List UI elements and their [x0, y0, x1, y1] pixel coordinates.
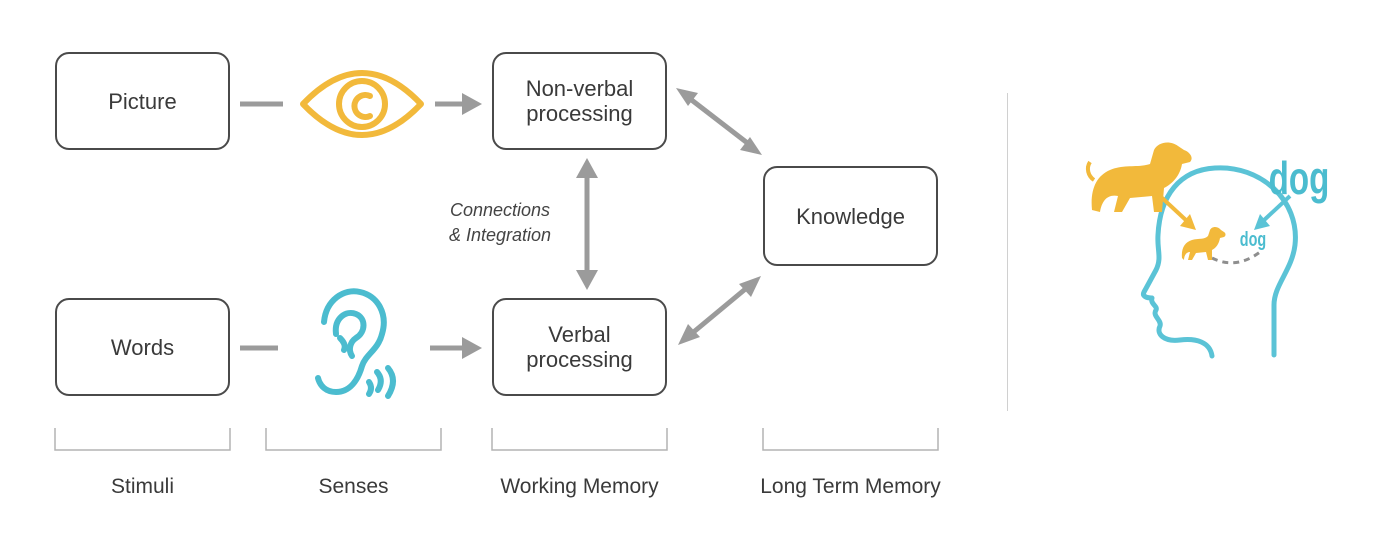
head-icon	[1141, 165, 1298, 359]
nonverbal-processing-box: Non-verbal processing	[492, 52, 667, 150]
association-dashed-line	[1211, 250, 1261, 265]
stage-stimuli: Stimuli	[110, 475, 174, 498]
knowledge-label: Knowledge	[796, 203, 905, 229]
section-divider	[1007, 93, 1008, 411]
small-dog-word: dog	[1240, 228, 1266, 251]
integration-double-arrow	[576, 158, 598, 290]
ear-to-verbal-arrow	[430, 337, 482, 359]
picture-box: Picture	[55, 52, 230, 150]
nonverbal-processing-label: Non-verbal processing	[525, 76, 634, 126]
picture-label: Picture	[108, 88, 177, 114]
bracket-long-term-memory	[762, 428, 939, 451]
eye-to-nonverbal-arrow	[435, 93, 482, 115]
stage-working-memory: Working Memory	[500, 475, 659, 498]
verbal-knowledge-double-arrow	[678, 276, 761, 345]
bracket-senses	[265, 428, 442, 451]
dog-into-head-arrow	[1158, 194, 1196, 230]
nonverbal-knowledge-double-arrow	[676, 88, 762, 155]
bracket-stimuli	[54, 428, 231, 451]
big-dog-word: dog	[1269, 154, 1330, 204]
dog-icon	[1085, 142, 1192, 212]
word-into-head-arrow	[1254, 194, 1292, 230]
stage-long-term-memory: Long Term Memory	[760, 475, 941, 498]
bracket-working-memory	[491, 428, 668, 451]
stage-senses: Senses	[318, 475, 389, 498]
verbal-processing-label: Verbal processing	[526, 322, 633, 372]
ear-icon	[315, 288, 396, 399]
knowledge-box: Knowledge	[763, 166, 938, 266]
words-box: Words	[55, 298, 230, 396]
verbal-processing-box: Verbal processing	[492, 298, 667, 396]
small-dog-icon	[1181, 227, 1226, 260]
words-label: Words	[110, 334, 175, 360]
eye-icon	[300, 70, 424, 138]
connections-integration-note: Connections & Integration	[448, 200, 552, 245]
stage-brackets	[54, 428, 939, 451]
